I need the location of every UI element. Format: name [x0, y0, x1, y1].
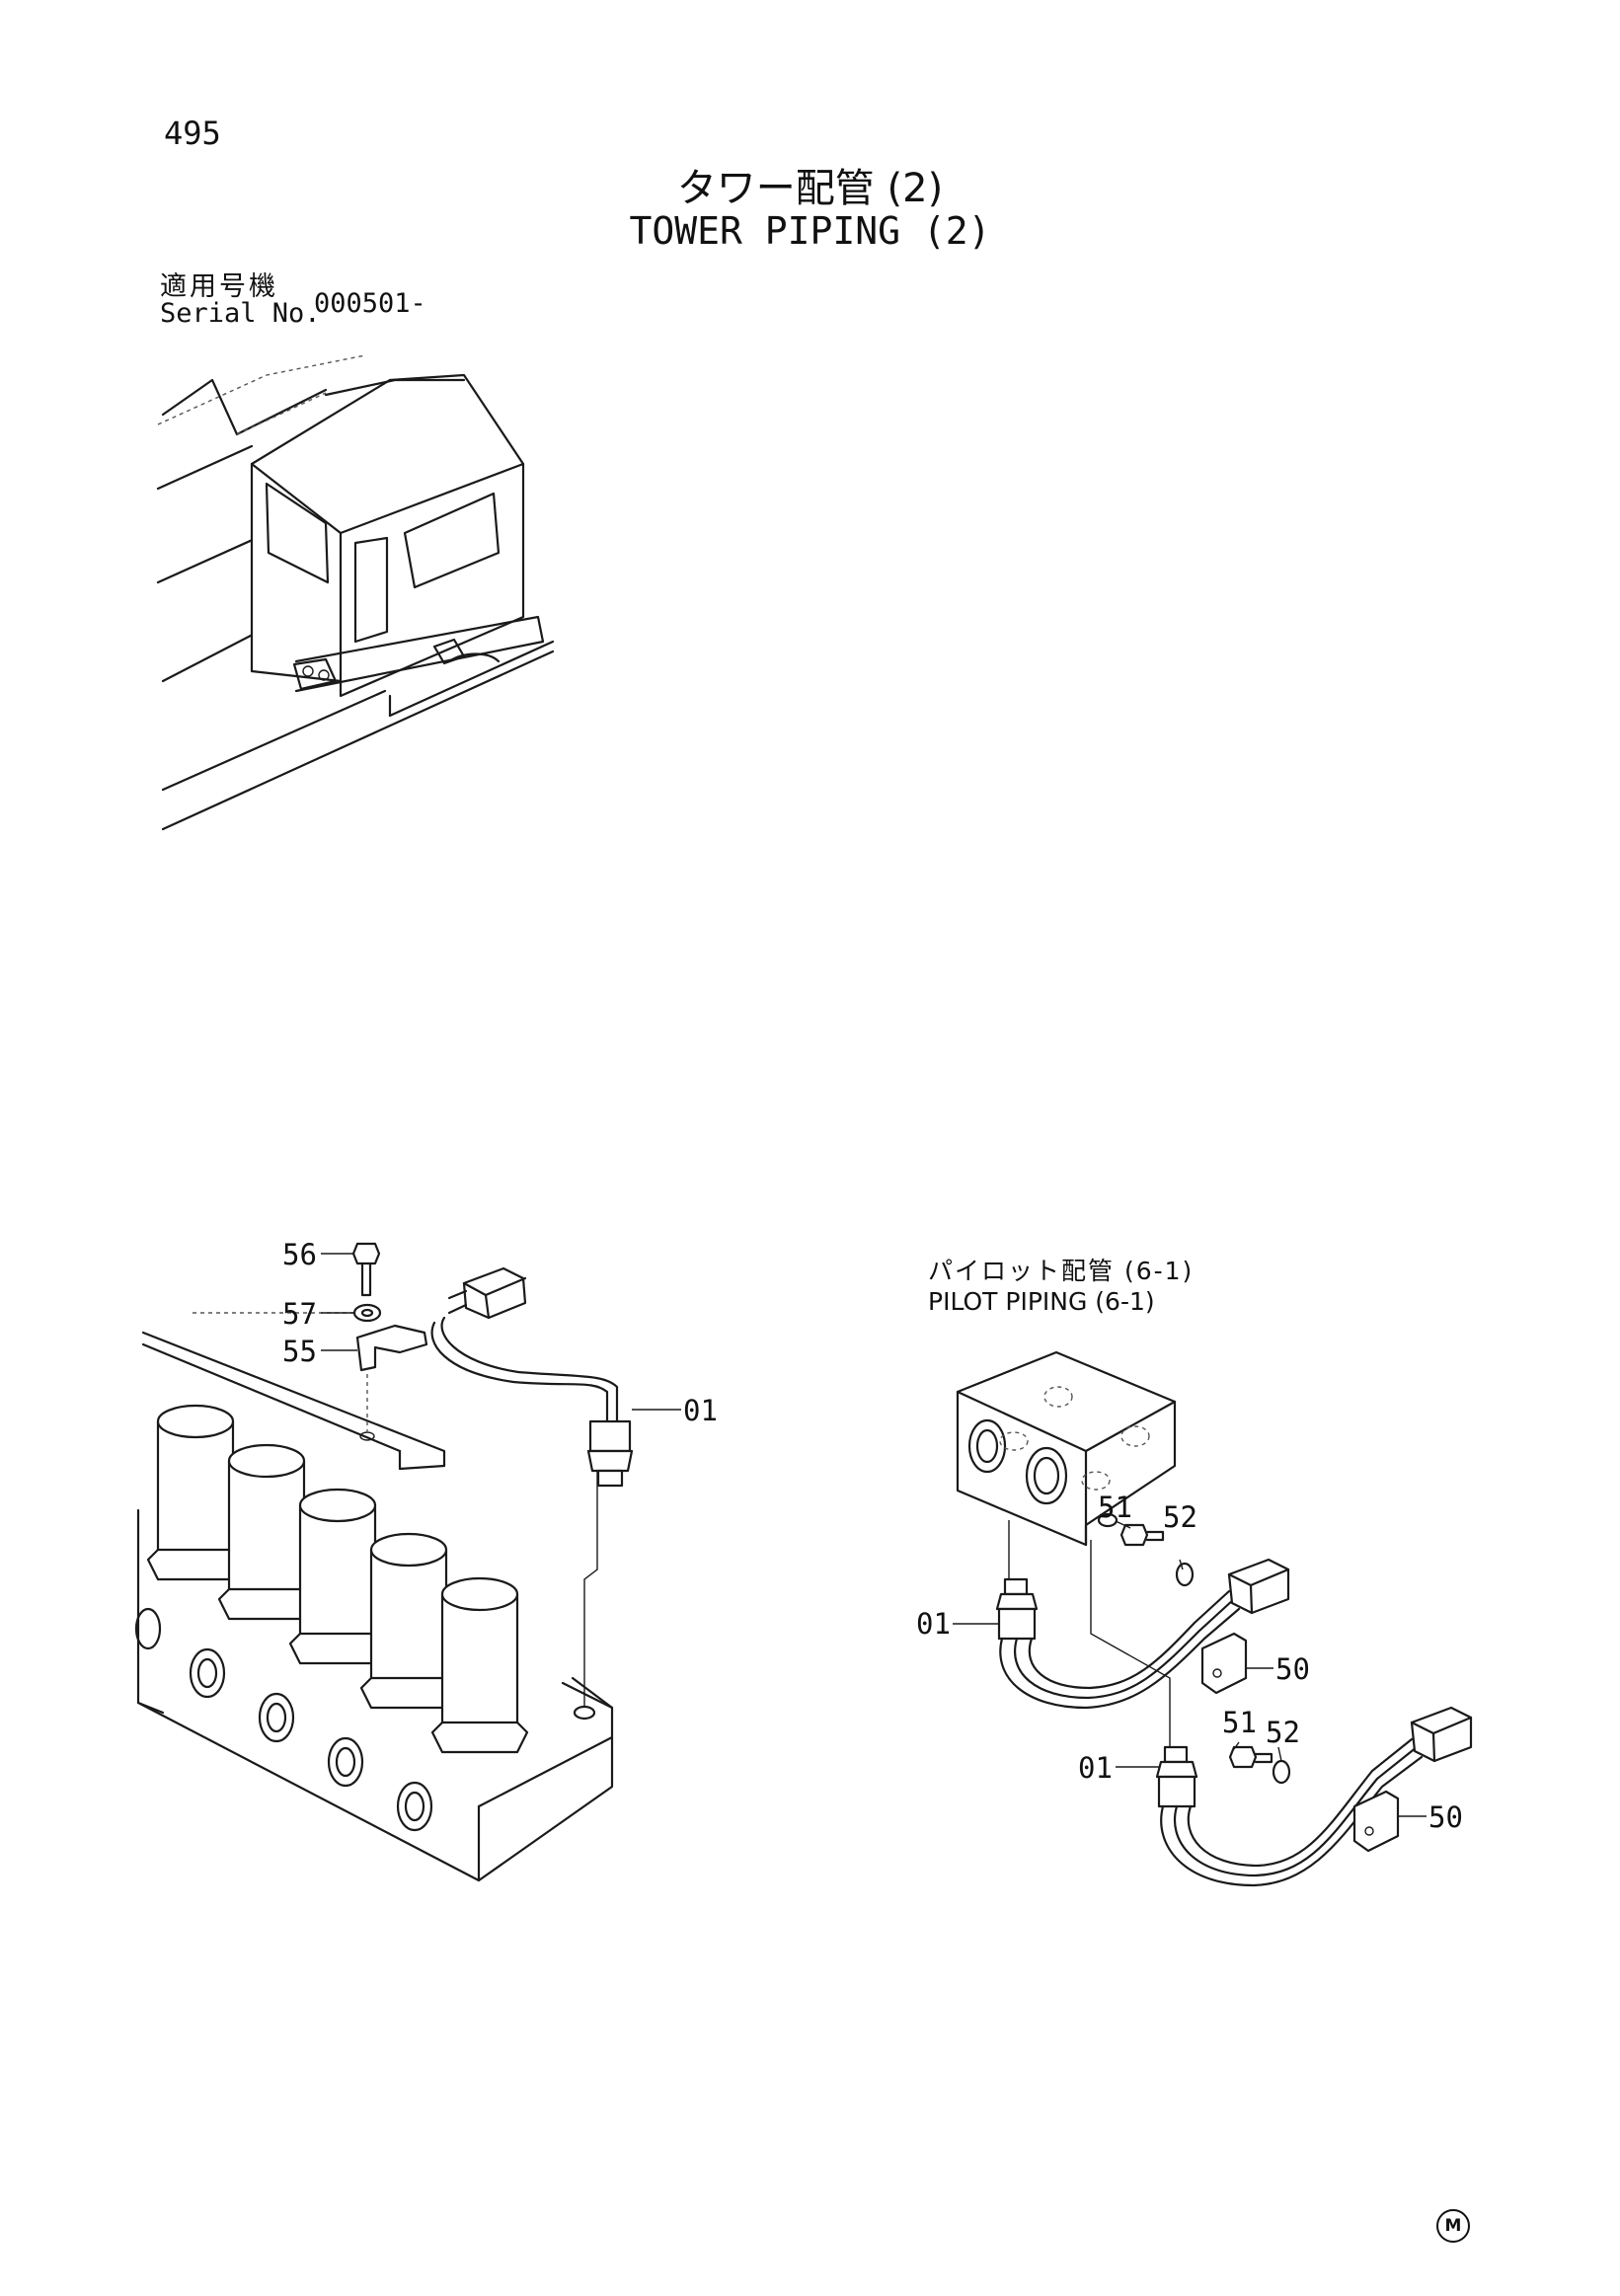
leader-lines — [321, 1253, 1427, 1817]
page-number: 495 — [164, 115, 221, 152]
serial-label-english: Serial No. — [160, 298, 321, 329]
reference-label-english: PILOT PIPING (6-1) — [928, 1287, 1155, 1316]
serial-label-japanese: 適用号機 — [160, 271, 278, 302]
callout-57: 57 — [282, 1297, 317, 1331]
callout-01-left: 01 — [683, 1394, 718, 1427]
callout-56: 56 — [282, 1238, 317, 1271]
manufacturer-logo-mark: M — [1436, 2209, 1470, 2243]
page-title-japanese: タワー配管 (2) — [676, 166, 944, 211]
machine-overview-illustration — [156, 354, 555, 831]
callout-51-lower: 51 — [1222, 1706, 1257, 1739]
solenoid-cylinders — [146, 1404, 529, 1754]
valve-block-illustration — [134, 1242, 634, 1882]
callout-52-lower: 52 — [1266, 1716, 1300, 1749]
reference-label-japanese: パイロット配管 (6-1) — [928, 1257, 1195, 1285]
callout-01-upper: 01 — [916, 1607, 951, 1641]
pilot-block-illustration — [956, 1350, 1473, 1887]
callout-52-upper: 52 — [1163, 1500, 1197, 1534]
callout-55: 55 — [282, 1335, 317, 1368]
callout-50-upper: 50 — [1275, 1652, 1310, 1686]
callout-51-upper: 51 — [1098, 1491, 1132, 1524]
page-title-english: TOWER PIPING (2) — [629, 209, 991, 253]
serial-number-value: 000501- — [314, 288, 426, 319]
callout-01-lower: 01 — [1078, 1751, 1113, 1785]
callout-50-lower: 50 — [1428, 1800, 1463, 1834]
